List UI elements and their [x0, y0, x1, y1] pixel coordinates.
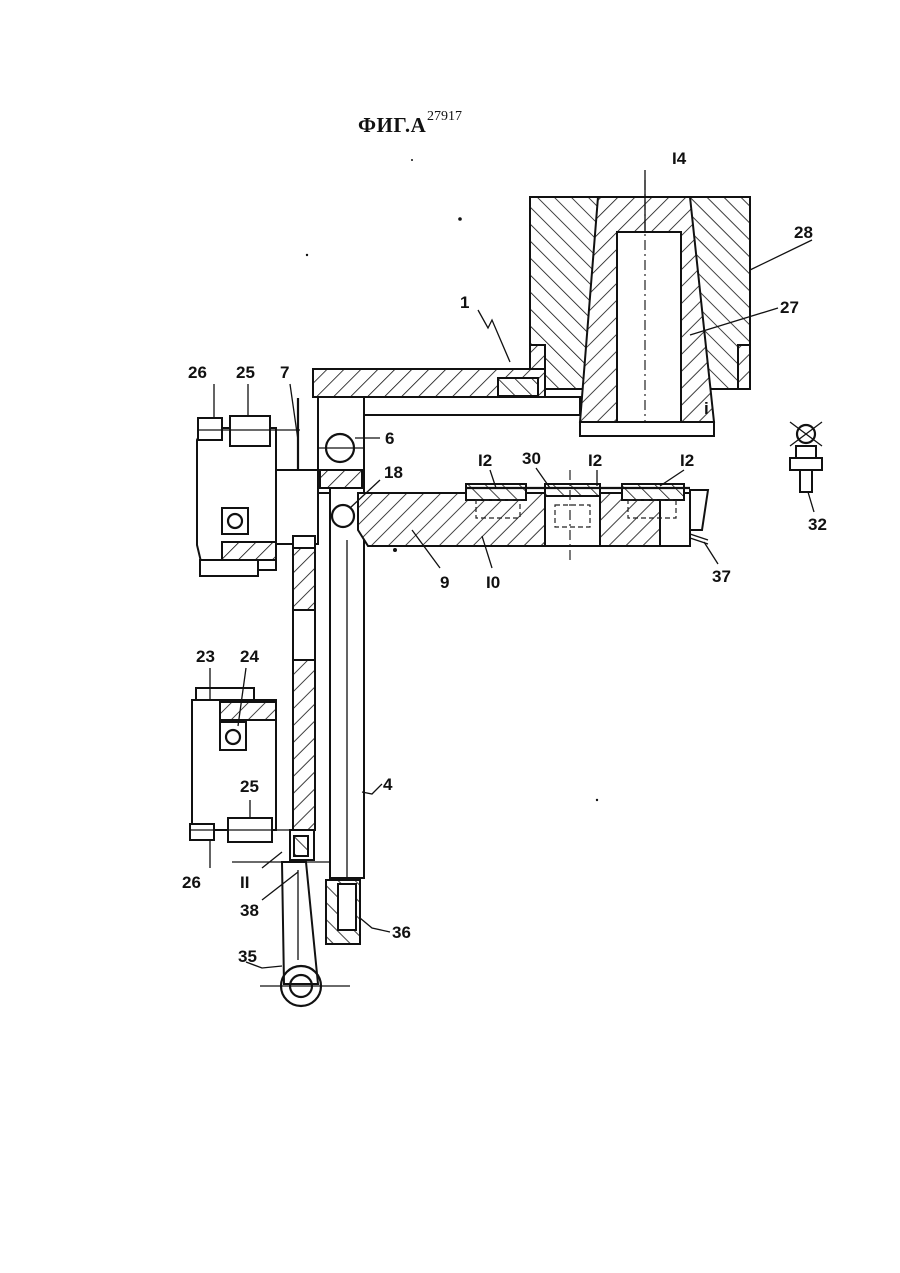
plate-assembly: [332, 470, 708, 560]
label-30: 30: [522, 449, 541, 468]
leader-32: [808, 492, 814, 512]
insert-30: [545, 484, 600, 496]
upper-bracket-25: [230, 416, 270, 446]
leader-7: [290, 384, 298, 440]
lower-bracket-26: [190, 824, 214, 840]
detail-32-washer: [796, 446, 816, 458]
label-27: 27: [780, 298, 799, 317]
arm-7-upper-box: [276, 470, 318, 544]
label-11: II: [240, 873, 249, 892]
speck: [458, 217, 462, 221]
label-24: 24: [240, 647, 259, 666]
lower-bracket: [190, 688, 300, 842]
label-12b: I2: [588, 451, 602, 470]
leader-1: [478, 310, 510, 362]
detail-32-shank: [800, 470, 812, 492]
label-38: 38: [240, 901, 259, 920]
upper-bracket-cap: [198, 418, 222, 440]
label-12c: I2: [680, 451, 694, 470]
label-37: 37: [712, 567, 731, 586]
leader-30: [536, 468, 550, 488]
label-1: 1: [460, 293, 469, 312]
leader-11: [262, 852, 282, 868]
label-6: 6: [385, 429, 394, 448]
speck: [596, 799, 598, 801]
label-14: I4: [672, 149, 687, 168]
insert-12c: [622, 484, 684, 500]
speck: [306, 254, 308, 256]
arm-7: [276, 398, 318, 860]
label-26-top: 26: [188, 363, 207, 382]
speck: [411, 159, 413, 161]
detail-32-nut: [790, 458, 822, 470]
label-26-bottom: 26: [182, 873, 201, 892]
plate-right-tab: [690, 490, 708, 530]
upper-bracket-foot: [200, 560, 258, 576]
label-25-bottom: 25: [240, 777, 259, 796]
label-9: 9: [440, 573, 449, 592]
label-32: 32: [808, 515, 827, 534]
label-36: 36: [392, 923, 411, 942]
lower-bracket-top-hatch: [220, 702, 276, 720]
mold-bore: [617, 232, 681, 422]
lower-bracket-screw-box: [220, 722, 246, 750]
mold-bottom-plate: [580, 422, 714, 436]
frame-beam-bracket: [498, 378, 538, 396]
label-4: 4: [383, 775, 393, 794]
joint-38: [294, 836, 308, 856]
label-25-top: 25: [236, 363, 255, 382]
arm-7-rod-hatch-upper: [293, 548, 315, 610]
leader-36: [360, 918, 390, 932]
leader-37: [704, 542, 718, 564]
upper-bracket-base: [222, 542, 276, 560]
label-12a: I2: [478, 451, 492, 470]
column-block: [320, 470, 362, 488]
detail-32: [790, 422, 822, 492]
upper-bracket-screw-box: [222, 508, 248, 534]
label-28: 28: [794, 223, 813, 242]
plate-center-block: [545, 493, 600, 546]
clamp-36-screw: [338, 884, 356, 930]
leader-28: [750, 240, 812, 270]
label-18: 18: [384, 463, 403, 482]
label-i: i: [704, 399, 709, 418]
label-23: 23: [196, 647, 215, 666]
label-35: 35: [238, 947, 257, 966]
label-10: I0: [486, 573, 500, 592]
speck: [393, 548, 397, 552]
arm-7-rod-hatch-lower: [293, 660, 315, 830]
label-7: 7: [280, 363, 289, 382]
mold-step-right: [738, 345, 750, 389]
